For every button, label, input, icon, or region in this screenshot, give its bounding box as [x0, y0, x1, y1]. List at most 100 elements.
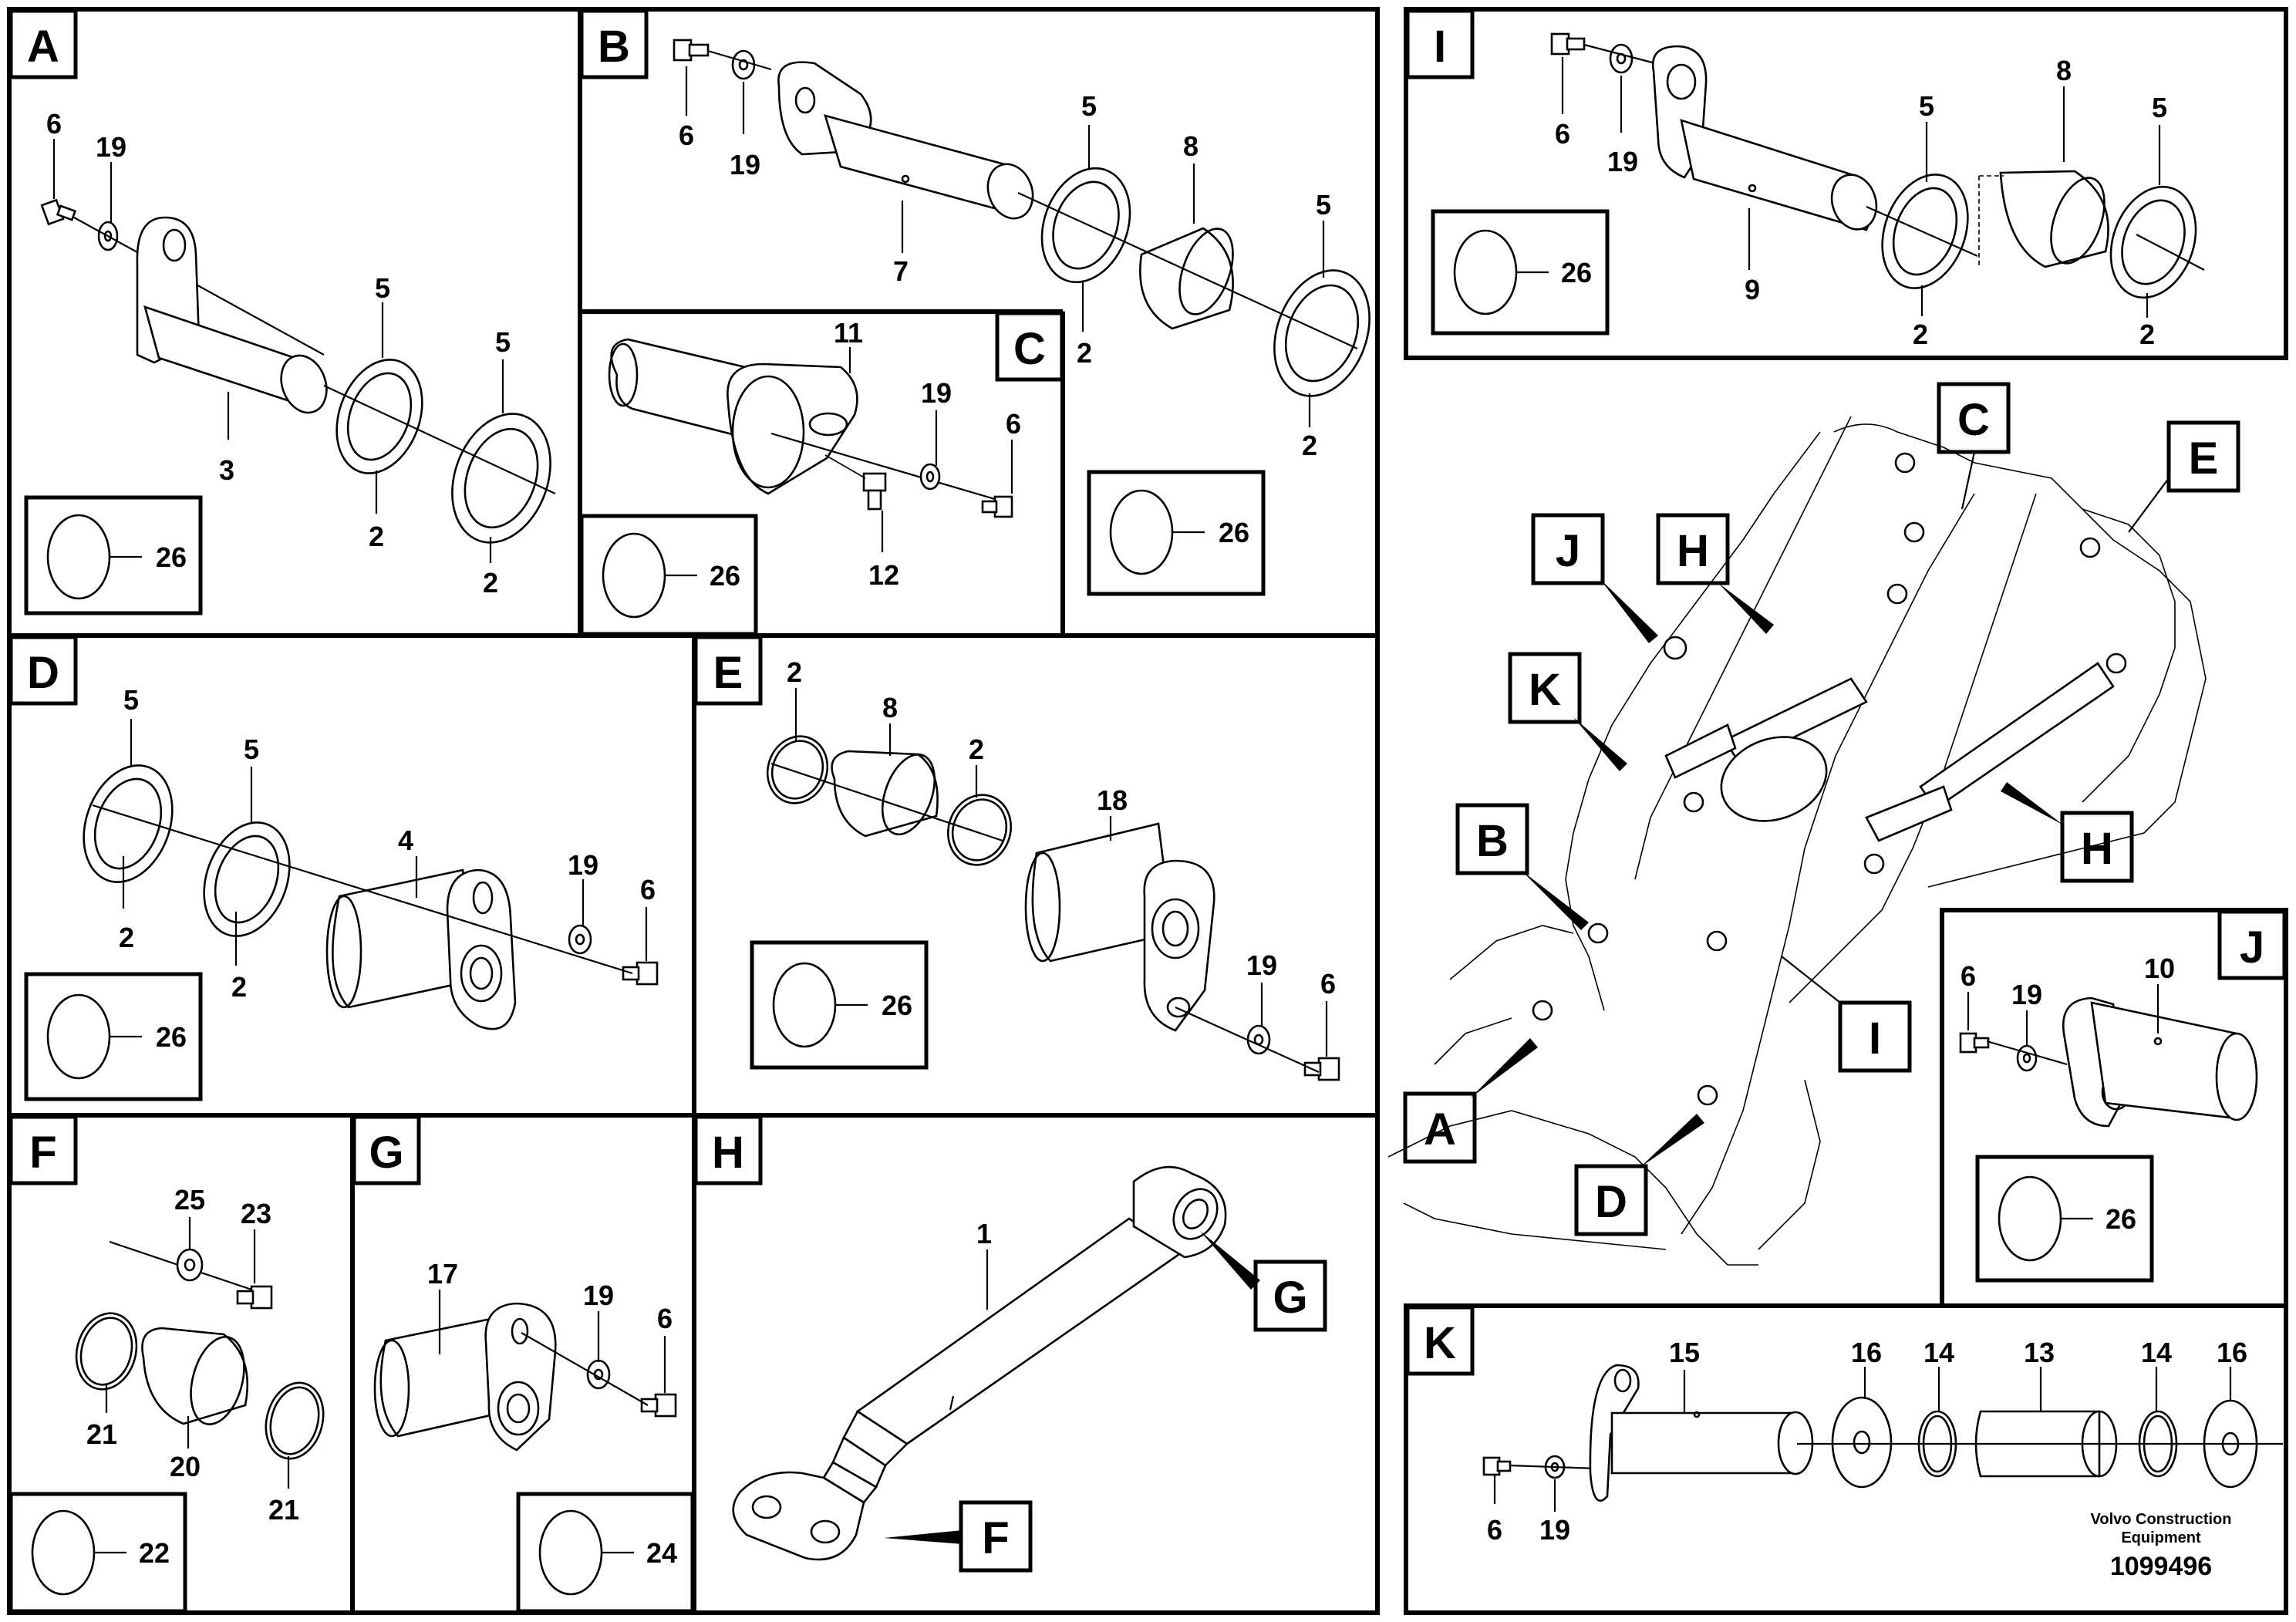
svg-text:B: B: [598, 22, 630, 72]
svg-text:21: 21: [86, 1418, 117, 1450]
panel-j-tab: J: [2217, 909, 2287, 980]
svg-text:E: E: [713, 648, 743, 698]
panel-k-parts: 15 16 14 13 14 16 6 19 Volvo Constructio…: [1482, 1337, 2283, 1581]
svg-text:2: 2: [119, 922, 134, 953]
washer-icon: [1609, 43, 1633, 74]
company-name-line1: Volvo Construction: [2091, 1511, 2232, 1528]
panel-h-tab: H: [693, 1114, 763, 1185]
svg-text:8: 8: [882, 692, 898, 723]
svg-text:16: 16: [1851, 1337, 1882, 1368]
pin-15-body: [1610, 1411, 1797, 1475]
svg-text:13: 13: [2024, 1337, 2055, 1368]
panel-c-tab: C: [995, 311, 1064, 382]
panel-b-tab: B: [579, 8, 649, 79]
bolt-icon: [1550, 32, 1586, 56]
washer-icon: [919, 463, 941, 491]
bolt-icon: [236, 1285, 273, 1310]
svg-text:I: I: [1434, 22, 1446, 72]
seal-kit-i: 26: [1431, 209, 1610, 336]
svg-text:8: 8: [2056, 55, 2072, 86]
svg-text:A: A: [27, 22, 59, 72]
panel-d-tab: D: [8, 635, 78, 706]
bolt-icon: [640, 1393, 677, 1418]
svg-text:6: 6: [1006, 408, 1021, 440]
pin-18-body: [1031, 822, 1174, 963]
svg-text:15: 15: [1669, 1337, 1700, 1368]
svg-text:5: 5: [1919, 90, 1934, 122]
pin-10-body: [2090, 1001, 2238, 1120]
bolt-icon: [1482, 1456, 1512, 1476]
seal-5-a2: [451, 413, 551, 544]
svg-text:26: 26: [156, 541, 187, 573]
panel-a-tab: A: [8, 8, 78, 79]
panel-h-frame: [692, 1113, 1380, 1615]
panel-f-parts: 25 23 21 20 21: [75, 1184, 325, 1526]
svg-text:2: 2: [231, 971, 247, 1003]
bolt-icon: [40, 198, 77, 226]
svg-text:26: 26: [1561, 257, 1592, 288]
svg-text:6: 6: [640, 874, 656, 905]
svg-text:H: H: [1677, 526, 1709, 576]
svg-text:10: 10: [2144, 953, 2175, 984]
svg-text:H: H: [712, 1128, 744, 1178]
svg-text:5: 5: [1081, 90, 1097, 122]
svg-text:19: 19: [568, 849, 598, 881]
svg-text:19: 19: [921, 377, 952, 409]
seal-kit-f: 22: [8, 1492, 187, 1614]
svg-text:C: C: [1013, 324, 1046, 374]
panel-b-parts: 6 19 5 8 5 7 2 2: [673, 39, 1371, 461]
bolt-icon: [622, 961, 659, 986]
panel-c-parts: 11 19 6 12: [608, 317, 1021, 591]
svg-text:G: G: [1273, 1273, 1307, 1323]
pin-15-flange: [1589, 1364, 1640, 1502]
ring-2-e2: [946, 794, 1013, 866]
seal-kit-a: 26: [24, 495, 203, 615]
panel-i-tab: I: [1405, 8, 1475, 79]
svg-text:26: 26: [882, 990, 912, 1021]
svg-text:2: 2: [787, 656, 802, 688]
svg-text:B: B: [1476, 816, 1509, 866]
svg-text:3: 3: [219, 454, 234, 486]
seal-kit-c: 26: [579, 514, 758, 636]
svg-text:5: 5: [375, 272, 390, 304]
washer-16-k1: [1831, 1396, 1893, 1489]
svg-text:2: 2: [1302, 430, 1317, 461]
svg-text:26: 26: [156, 1021, 187, 1053]
washer-icon: [176, 1248, 204, 1282]
svg-text:19: 19: [1607, 146, 1638, 177]
svg-text:4: 4: [398, 824, 413, 856]
svg-text:20: 20: [170, 1451, 201, 1482]
svg-text:2: 2: [1077, 337, 1092, 369]
svg-text:6: 6: [1961, 960, 1976, 992]
svg-text:6: 6: [1320, 968, 1336, 1000]
svg-text:1: 1: [976, 1218, 992, 1249]
washer-icon: [731, 49, 756, 80]
bushing-8-b: [1139, 227, 1234, 330]
svg-text:21: 21: [268, 1494, 299, 1526]
svg-text:2: 2: [1913, 319, 1928, 350]
svg-text:16: 16: [2217, 1337, 2247, 1368]
ring-2-e1: [766, 735, 829, 804]
svg-text:18: 18: [1097, 784, 1128, 816]
svg-text:24: 24: [646, 1537, 677, 1569]
washer-icon: [568, 924, 592, 955]
svg-text:D: D: [1595, 1177, 1627, 1227]
svg-text:14: 14: [1923, 1337, 1954, 1368]
svg-text:2: 2: [969, 733, 984, 765]
bolt-icon: [1959, 1032, 1990, 1054]
svg-text:5: 5: [1316, 189, 1331, 221]
svg-text:19: 19: [1246, 949, 1277, 981]
svg-text:2: 2: [369, 521, 384, 552]
bolt-icon: [981, 495, 1013, 518]
svg-text:5: 5: [123, 684, 139, 716]
svg-text:26: 26: [710, 560, 740, 592]
svg-text:J: J: [1556, 526, 1580, 576]
seal-kit-j: 26: [1975, 1155, 2154, 1283]
seal-kit-d: 26: [24, 972, 203, 1101]
overview-machine: C E J H K B I A D H: [1387, 382, 2240, 1266]
pin-4-body: [332, 868, 480, 1009]
svg-text:6: 6: [46, 108, 62, 140]
svg-text:I: I: [1869, 1013, 1881, 1064]
washer-icon: [1246, 1024, 1271, 1055]
pin-4-flange: [446, 868, 517, 1030]
